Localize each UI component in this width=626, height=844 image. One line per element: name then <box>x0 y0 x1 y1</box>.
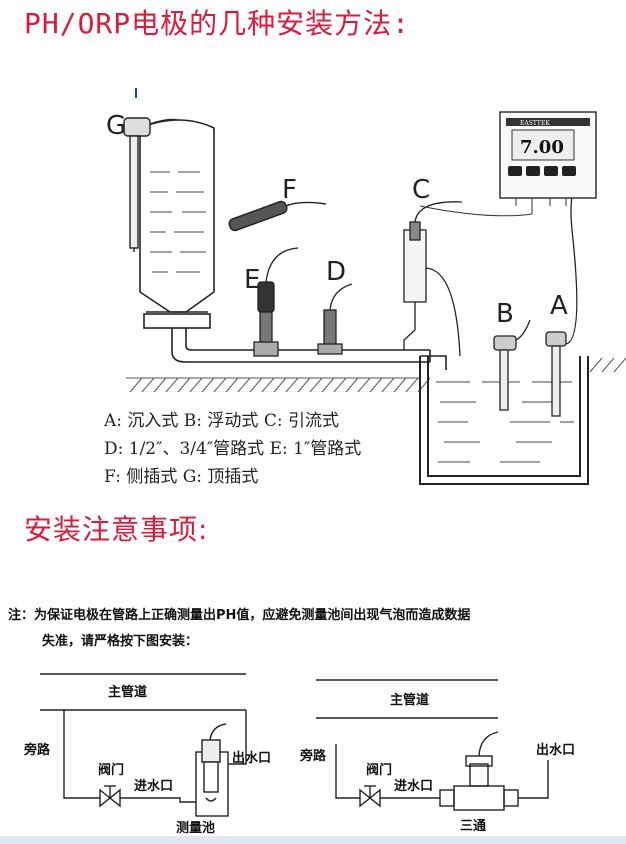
electrode-a <box>545 195 578 417</box>
electrode-b <box>493 319 531 411</box>
right-bypass: 旁路 <box>299 748 327 764</box>
electrode-g <box>123 117 179 252</box>
label-a: A <box>550 291 568 321</box>
left-valve: 阀门 <box>98 762 124 778</box>
left-cell: 测量池 <box>176 820 215 836</box>
right-valve: 阀门 <box>366 762 392 778</box>
legend-line-3: F: 侧插式 G: 顶插式 <box>104 467 259 487</box>
ground <box>126 357 626 393</box>
tank <box>139 119 260 363</box>
left-bypass: 旁路 <box>23 742 51 758</box>
right-inlet: 进水口 <box>394 778 433 794</box>
measuring-pool <box>419 356 589 485</box>
label-f: F <box>282 175 297 205</box>
note-line-1: 注：为保证电极在管路上正确测量出PH值，应避免测量池间出现气泡而造成数据 <box>8 608 471 623</box>
legend-line-1: A: 沉入式 B: 浮动式 C: 引流式 <box>104 411 339 431</box>
meter-reading: 7.00 <box>520 137 564 158</box>
bottom-bar <box>0 836 626 844</box>
install-methods-diagram: EASTTEK 7.00 G F C E D B A <box>106 88 626 485</box>
label-d: D <box>326 257 346 287</box>
meter-brand: EASTTEK <box>520 120 550 127</box>
tank-liquid <box>150 171 206 273</box>
left-main-pipe: 主管道 <box>108 684 147 700</box>
label-c: C <box>412 175 430 205</box>
label-g: G <box>106 111 126 141</box>
pipeline-install-diagram: 主管道 旁路 阀门 进水口 出水口 测量池 主管道 旁路 阀门 进水口 出水口 … <box>23 673 575 836</box>
label-b: B <box>496 299 514 329</box>
right-main-pipe: 主管道 <box>390 692 429 708</box>
left-outlet: 出水口 <box>232 750 271 766</box>
electrode-c <box>403 201 463 357</box>
left-inlet: 进水口 <box>134 778 173 794</box>
ph-meter: EASTTEK 7.00 <box>419 111 597 217</box>
label-e: E <box>244 265 260 295</box>
electrode-f <box>228 200 327 232</box>
right-tee: 三通 <box>460 818 486 834</box>
electrode-e <box>253 247 299 357</box>
legend-line-2: D: 1/2″、3/4″管路式 E: 1″管路式 <box>104 439 362 459</box>
electrode-d <box>317 283 353 355</box>
pipeline <box>260 349 447 370</box>
note-line-2: 失准，请严格按下图安装： <box>42 634 199 649</box>
right-outlet: 出水口 <box>536 742 575 758</box>
heading-install-methods: PH/ORP电极的几种安装方法: <box>24 7 411 40</box>
heading-install-notes: 安装注意事项: <box>24 513 209 546</box>
